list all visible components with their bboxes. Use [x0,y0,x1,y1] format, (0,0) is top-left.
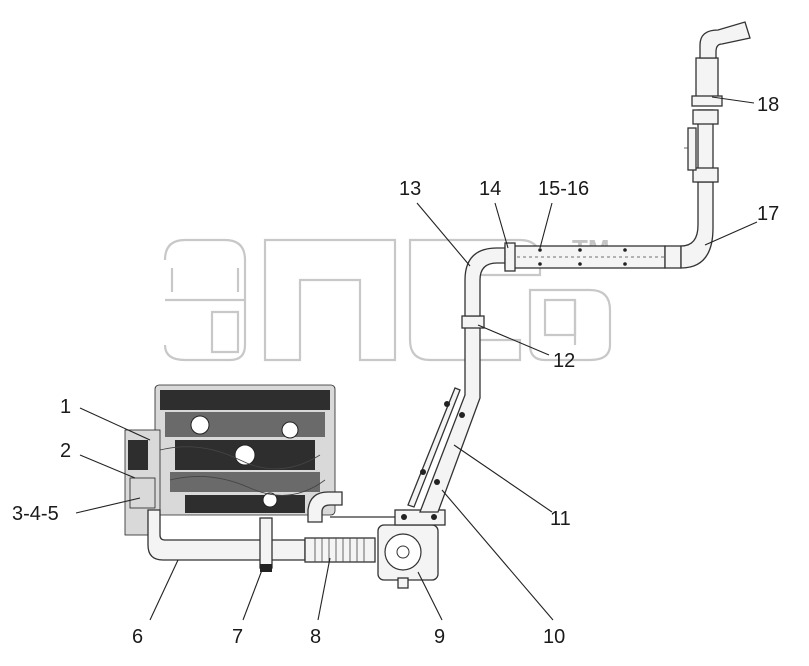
callout-11: 11 [550,508,571,530]
muffler [377,509,446,589]
callout-12: 12 [553,350,575,372]
callout-1: 1 [60,396,71,418]
callouts: 1 2 3-4-5 6 7 8 9 10 11 12 13 14 15-16 1… [12,94,779,648]
leader-lines [75,96,758,621]
callout-2: 2 [60,440,71,462]
callout-15-16: 15-16 [538,178,589,200]
callout-8: 8 [310,626,321,648]
upper-bend [664,179,714,269]
callout-17: 17 [757,203,779,225]
callout-9: 9 [434,626,445,648]
lower-exhaust-pipe [147,509,306,572]
callout-7: 7 [232,626,243,648]
callout-14: 14 [479,178,501,200]
callout-13: 13 [399,178,421,200]
horizontal-pipe [504,242,666,272]
vertical-pipe-bend [464,247,511,317]
flexible-hose [304,537,376,563]
callout-6: 6 [132,626,143,648]
callout-3-4-5: 3-4-5 [12,503,59,525]
callout-18: 18 [757,94,779,116]
inclined-pipe [407,324,481,513]
exhaust-stack [684,21,751,183]
engine [124,384,343,536]
callout-10: 10 [543,626,565,648]
